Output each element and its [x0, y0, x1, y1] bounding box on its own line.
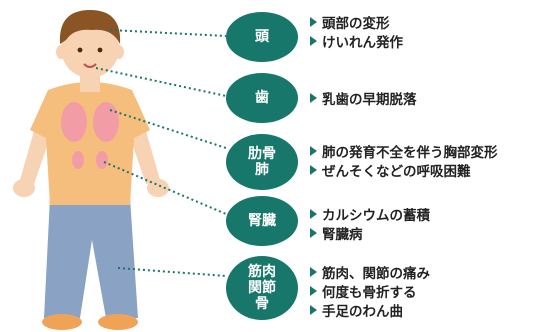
pants [44, 198, 138, 318]
connector-teeth [95, 67, 227, 97]
bullet-triangle-icon [310, 304, 317, 315]
connector-bone [117, 267, 227, 277]
shirt [30, 82, 150, 205]
badge-line: 筋肉 [248, 264, 276, 280]
symptom-text: 肺の発育不全を伴う胸部変形 [322, 144, 498, 161]
badge-teeth: 歯 [226, 73, 298, 123]
left-lung [61, 102, 87, 142]
right-lung [93, 102, 119, 142]
left-shoe [42, 314, 82, 330]
symptom-text: 筋肉、関節の痛み [322, 265, 430, 282]
bullet-triangle-icon [310, 145, 317, 156]
bullet-triangle-icon [310, 164, 317, 175]
badge-muscle-joint-bone: 筋肉 関節 骨 [226, 256, 298, 320]
symptom-item: 何度も骨折する [310, 281, 430, 301]
badge-line: 歯 [255, 90, 269, 106]
symptom-group-head: 頭部の変形 けいれん発作 [310, 12, 403, 51]
left-kidney [72, 151, 84, 169]
symptom-item: 頭部の変形 [310, 12, 403, 32]
bullet-triangle-icon [310, 285, 317, 296]
right-kidney [96, 151, 108, 169]
face [61, 18, 119, 78]
bullet-triangle-icon [310, 92, 317, 103]
badge-line: 頭 [255, 29, 269, 45]
connector-head [109, 29, 227, 37]
badge-head: 頭 [226, 12, 298, 62]
symptom-group-muscle-joint-bone: 筋肉、関節の痛み 何度も骨折する 手足のわん曲 [310, 262, 430, 320]
right-eye [97, 47, 103, 53]
symptom-text: 手足のわん曲 [322, 303, 403, 320]
connector-chest [109, 109, 227, 149]
right-hand [147, 179, 169, 197]
symptom-text: ぜんそくなどの呼吸困難 [322, 163, 471, 180]
symptom-item: 肺の発育不全を伴う胸部変形 [310, 141, 498, 161]
symptom-text: 乳歯の早期脱落 [322, 91, 417, 108]
symptom-group-teeth: 乳歯の早期脱落 [310, 88, 417, 108]
symptom-item: 乳歯の早期脱落 [310, 88, 417, 108]
symptom-text: 頭部の変形 [322, 15, 390, 32]
symptom-item: 腎臓病 [310, 223, 430, 243]
symptom-item: ぜんそくなどの呼吸困難 [310, 160, 498, 180]
connector-kidney [103, 161, 227, 215]
bullet-triangle-icon [310, 35, 317, 46]
badge-ribs-lungs: 肋骨 肺 [226, 134, 298, 190]
badge-line: 肋骨 [248, 146, 276, 162]
symptom-group-kidney: カルシウムの蓄積 腎臓病 [310, 204, 430, 243]
symptom-text: カルシウムの蓄積 [322, 207, 430, 224]
symptom-text: 腎臓病 [322, 226, 363, 243]
left-ear [56, 45, 66, 59]
badge-kidney: 腎臓 [226, 196, 298, 246]
symptom-item: カルシウムの蓄積 [310, 204, 430, 224]
left-hand [13, 179, 35, 197]
mouth [83, 63, 97, 68]
symptom-group-ribs-lungs: 肺の発育不全を伴う胸部変形 ぜんそくなどの呼吸困難 [310, 141, 498, 180]
badge-line: 骨 [255, 296, 269, 312]
symptom-item: 筋肉、関節の痛み [310, 262, 430, 282]
left-eye [77, 47, 83, 53]
hair [59, 10, 121, 44]
badge-line: 肺 [255, 162, 269, 178]
badge-line: 関節 [248, 280, 276, 296]
bullet-triangle-icon [310, 16, 317, 27]
bullet-triangle-icon [310, 266, 317, 277]
right-shoe [98, 314, 138, 330]
bullet-triangle-icon [310, 208, 317, 219]
badge-line: 腎臓 [248, 213, 276, 229]
right-ear [114, 45, 124, 59]
symptom-item: けいれん発作 [310, 31, 403, 51]
bullet-triangle-icon [310, 227, 317, 238]
symptom-item: 手足のわん曲 [310, 300, 430, 320]
symptom-text: けいれん発作 [322, 34, 403, 51]
symptom-text: 何度も骨折する [322, 284, 417, 301]
